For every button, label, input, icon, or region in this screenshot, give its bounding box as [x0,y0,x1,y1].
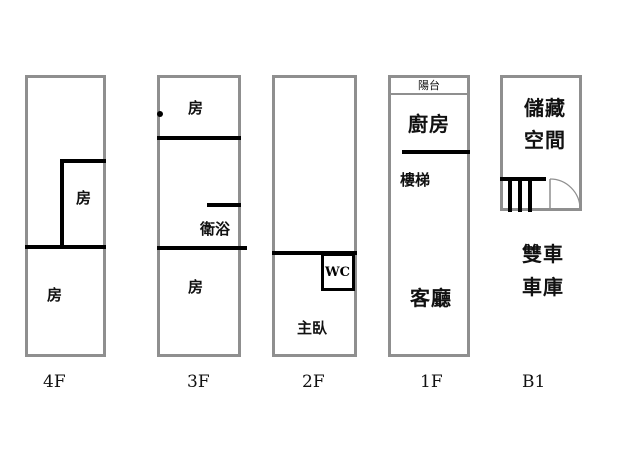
floor-b1-room-garage-line2: 車庫 [522,275,564,299]
floor-b1-storage-outline [500,75,582,211]
floor-3f-wall-top [157,136,241,140]
floor-2f-outline [272,75,357,357]
floor-1f-label: 1F [420,372,443,392]
floor-b1-stairs-post-1 [508,177,512,212]
floor-1f-room-stairs: 樓梯 [400,171,431,189]
floor-1f-room-kitchen: 廚房 [408,112,450,136]
floor-b1-room-storage-line2: 空間 [524,128,566,152]
floor-3f-wall-bottom [157,246,247,250]
floor-2f-wc-box: WC [321,253,355,291]
floor-2f-room-master: 主臥 [297,319,328,337]
floor-4f-outline [25,75,106,357]
floor-4f-label: 4F [43,372,66,392]
floor-4f-wall-room-top [60,159,106,163]
floor-4f-wall-room-side [60,159,64,249]
floor-3f-outline [157,75,241,357]
floor-2f-room-wc: WC [325,265,350,280]
floor-4f-wall-divider [25,245,106,249]
floor-3f-door-dot [157,111,163,117]
floor-b1-room-storage-line1: 儲藏 [524,96,566,120]
floor-2f-wall-divider [272,251,357,255]
floor-3f-room-top: 房 [188,99,204,117]
floor-4f-room-lower: 房 [47,286,63,304]
floor-3f-wall-bath [207,203,241,207]
floor-2f-label: 2F [302,372,325,392]
floor-b1-label: B1 [522,372,546,392]
door-swing-icon [549,178,581,210]
floor-1f-outline [388,75,470,357]
floor-b1-stairs-post-3 [528,177,532,212]
floor-b1-stairs-top [500,177,546,181]
floor-b1-stairs-post-2 [518,177,522,212]
floor-b1-room-garage-line1: 雙車 [522,242,564,266]
floor-1f-room-living: 客廳 [410,286,452,310]
floor-3f-room-bath: 衛浴 [200,220,231,238]
floor-4f-room-upper: 房 [76,189,92,207]
floor-3f-room-bottom: 房 [188,278,204,296]
floor-1f-room-balcony: 陽台 [391,78,467,95]
floor-1f-wall-kitchen [402,150,470,154]
floor-3f-label: 3F [187,372,210,392]
